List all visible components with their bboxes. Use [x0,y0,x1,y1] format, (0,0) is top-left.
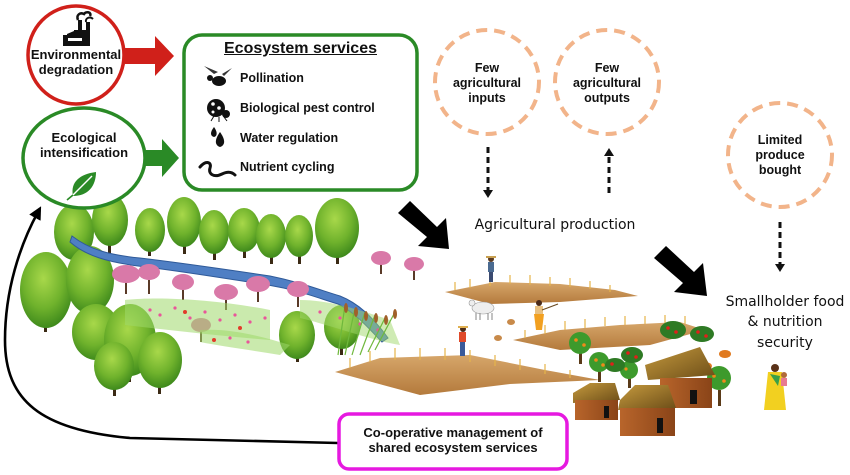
shrub [112,265,140,294]
ecosystem-services-box [182,33,419,192]
crop-field-middle [513,322,705,350]
few-outputs-line3: outputs [584,90,630,105]
few-inputs-circle [433,28,541,136]
limited-produce-line1: Limited [757,133,803,147]
tree [285,215,313,264]
few-outputs-circle [553,28,661,136]
farmer-with-hose [486,256,496,282]
bee-icon [204,66,232,86]
shrub [138,264,160,294]
shrub [287,281,309,307]
service-pollination: Pollination [240,71,304,85]
tomato-plants [605,321,714,372]
farmer-harvesting [458,326,468,356]
food-security-line2: & nutrition [747,314,823,331]
food-security-line1: Smallholder food [725,294,845,310]
environmental-degradation-line1: Environmental [30,47,122,62]
few-inputs-line1: Few [474,61,500,75]
services-to-production-arrow [398,201,449,249]
intensification-arrow [145,139,179,177]
feedback-arrow [3,206,339,445]
shrub [371,251,391,274]
inputs-to-production-arrow [483,147,493,198]
few-outputs-label: Few agricultural outputs [557,61,657,105]
shrub [246,276,270,302]
orange-tree [569,332,591,364]
huts [573,347,715,436]
service-water-regulation: Water regulation [240,131,339,145]
shrub [404,257,424,280]
goat [468,299,495,320]
hut [618,385,676,436]
few-outputs-line2: agricultural [572,75,642,90]
tree [94,342,134,396]
leaf-icon [66,172,96,201]
environmental-degradation-circle [26,4,126,106]
hut [573,383,620,420]
shrub [172,274,194,300]
agricultural-production-label: Agricultural production [474,217,636,233]
service-biological-pest-control: Biological pest control [240,101,375,115]
produce-to-security-arrow [775,222,785,272]
few-outputs-line1: Few [594,61,620,75]
food-security-line3: security [757,334,813,351]
wildflower-meadow [125,298,400,355]
crop-field-lower [335,355,600,395]
degradation-arrow [125,36,174,76]
water-drop-icon [211,127,225,147]
factory-icon [63,11,94,46]
ecological-intensification-line2: intensification [39,145,129,161]
orange-tree [589,352,609,382]
limited-produce-line2: produce [755,147,805,162]
tree [256,214,286,264]
flowering-shrubs [112,251,424,342]
few-inputs-label: Few agricultural inputs [437,61,537,105]
tree [315,198,359,264]
crop-fields [335,275,705,395]
earthworm-icon [198,161,237,178]
tree [135,208,165,256]
tree [167,197,201,254]
cooperative-management-label: Co-operative management of shared ecosys… [341,425,565,456]
cooperative-management-box [337,412,569,471]
cooperative-line1: Co-operative management of [363,425,543,440]
chickens [494,319,515,341]
limited-produce-circle [726,101,834,209]
limited-produce-line3: bought [758,162,802,177]
service-nutrient-cycling: Nutrient cycling [240,160,335,174]
environmental-degradation-line2: degradation [38,62,114,78]
ecological-intensification-label: Ecological intensification [22,130,146,161]
limited-produce-label: Limited produce bought [730,133,830,177]
mother-and-child [764,364,787,410]
ecological-intensification-line1: Ecological [51,130,117,145]
tree [228,208,260,258]
few-inputs-line2: agricultural [452,75,522,90]
farmer-with-hoe [534,300,559,330]
few-inputs-line3: inputs [468,90,506,105]
environmental-degradation-label: Environmental degradation [28,47,124,78]
tree [138,332,182,394]
cooperative-line2: shared ecosystem services [368,440,538,456]
tree [20,252,72,332]
production-to-security-arrow [654,246,707,296]
food-security-label: Smallholder food & nutrition security [720,292,850,353]
woodland [20,194,360,396]
production-to-outputs-arrow [604,148,614,193]
ladybird-icon [207,99,230,122]
tree [199,210,229,260]
reeds [337,303,397,356]
ecosystem-services-title: Ecosystem services [224,40,377,57]
